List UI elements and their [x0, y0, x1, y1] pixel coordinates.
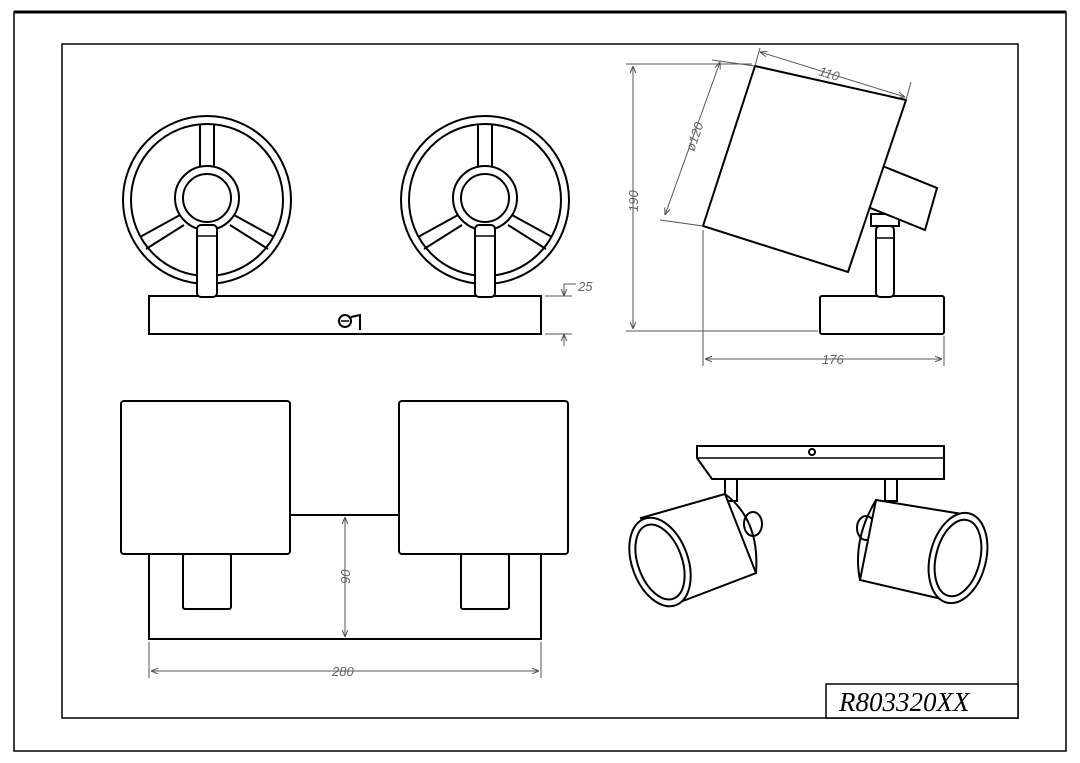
dim-190-label: 190 — [626, 190, 641, 212]
dim-120-label: ø120 — [683, 119, 707, 153]
dim-25-label: 25 — [577, 279, 593, 294]
front-view: 25 — [122, 115, 593, 346]
top-view: 90 280 — [120, 400, 569, 679]
dimension-depth: 110 — [754, 47, 912, 101]
front-right-shade — [400, 115, 570, 298]
dimension-side-width: 176 — [702, 230, 945, 367]
dimension-height-base: 25 — [545, 279, 593, 346]
perspective-view — [628, 445, 989, 608]
perspective-left-lamp — [628, 492, 763, 608]
dim-110-label: 110 — [817, 64, 842, 85]
product-code: R803320XX — [838, 687, 971, 717]
dimension-total-height: 190 — [626, 63, 818, 332]
dimension-projection: 90 — [338, 517, 353, 637]
outer-frame — [13, 10, 1067, 752]
dim-280-label: 280 — [331, 664, 354, 679]
dim-90-label: 90 — [338, 569, 353, 584]
front-left-shade — [122, 115, 292, 298]
dimension-length: 280 — [148, 642, 542, 679]
dim-176-label: 176 — [822, 352, 844, 367]
inner-frame — [61, 43, 1019, 719]
perspective-right-lamp — [856, 498, 989, 605]
title-block: R803320XX — [825, 683, 1019, 719]
side-view: 110 ø120 190 176 — [626, 47, 945, 367]
